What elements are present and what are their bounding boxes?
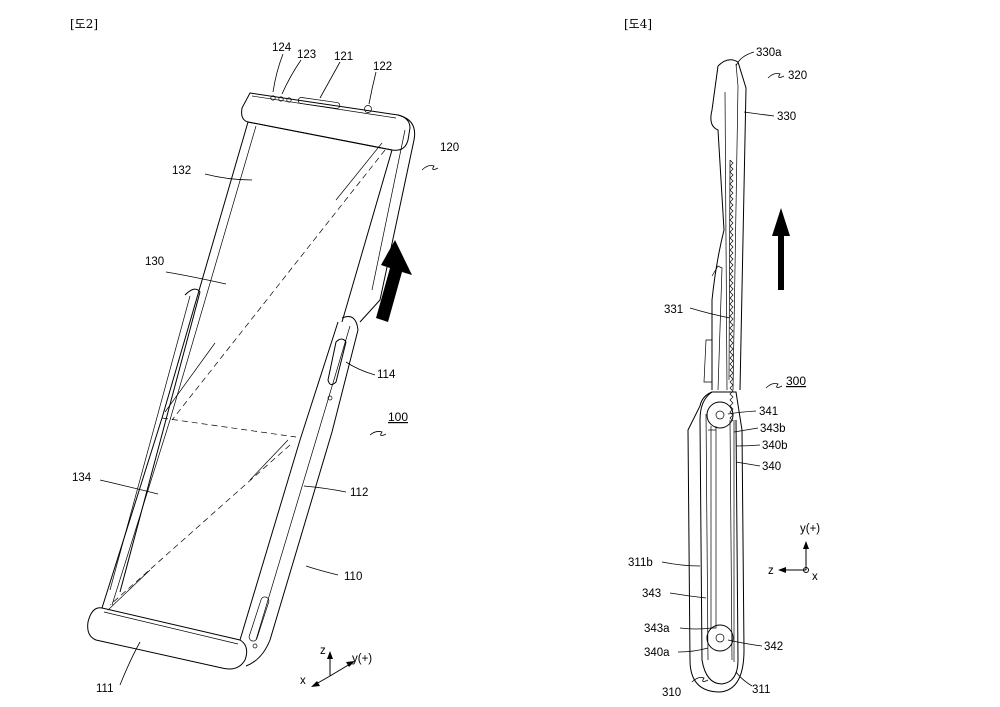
label-311b: 311b (628, 557, 653, 569)
label-343b: 343b (760, 423, 786, 435)
label-330: 330 (777, 111, 796, 123)
axis-x-label: x (300, 675, 306, 687)
coordinate-axes-figure-4: y(+) z x (768, 523, 820, 583)
axis-x-label-right: x (812, 571, 818, 583)
axis-z-label-right: z (768, 565, 774, 577)
axis-z-label: z (320, 645, 326, 657)
label-311: 311 (752, 684, 770, 696)
label-123: 123 (297, 49, 316, 61)
label-343: 343 (642, 588, 661, 600)
label-320: 320 (788, 70, 807, 82)
label-340a: 340a (644, 647, 670, 659)
axis-y-label-right: y(+) (800, 523, 820, 535)
axis-y-label: y(+) (352, 653, 372, 665)
figure-2: [도2] (70, 17, 459, 695)
label-114: 114 (377, 369, 396, 381)
part-labels-figure-4: 330a 320 330 331 300 341 343b 340b 340 3… (628, 47, 807, 699)
label-100: 100 (388, 410, 408, 424)
figure-4: [도4] (624, 17, 820, 699)
label-343a: 343a (644, 623, 670, 635)
label-331: 331 (664, 304, 683, 316)
label-134: 134 (72, 472, 92, 484)
label-340: 340 (762, 461, 781, 473)
label-130: 130 (145, 256, 164, 268)
label-121: 121 (334, 51, 353, 63)
leader-lines-figure-4 (662, 52, 784, 686)
label-111: 111 (96, 683, 113, 695)
label-310: 310 (662, 687, 681, 699)
label-340b: 340b (762, 440, 788, 452)
label-342: 342 (764, 641, 783, 653)
label-330a: 330a (756, 47, 782, 59)
label-122: 122 (373, 61, 392, 73)
coordinate-axes-figure-2: z y(+) x (300, 645, 372, 687)
figure-4-caption: [도4] (624, 17, 652, 31)
label-120: 120 (440, 142, 459, 154)
rollable-phone-outline (88, 93, 415, 669)
slide-direction-arrow-right (772, 208, 790, 290)
slide-direction-arrow (376, 240, 412, 322)
label-132: 132 (172, 165, 191, 177)
label-110: 110 (344, 571, 362, 583)
label-112: 112 (350, 487, 368, 499)
label-124: 124 (272, 42, 292, 54)
label-300: 300 (786, 374, 806, 388)
figure-2-caption: [도2] (70, 17, 98, 31)
label-341: 341 (759, 406, 778, 418)
